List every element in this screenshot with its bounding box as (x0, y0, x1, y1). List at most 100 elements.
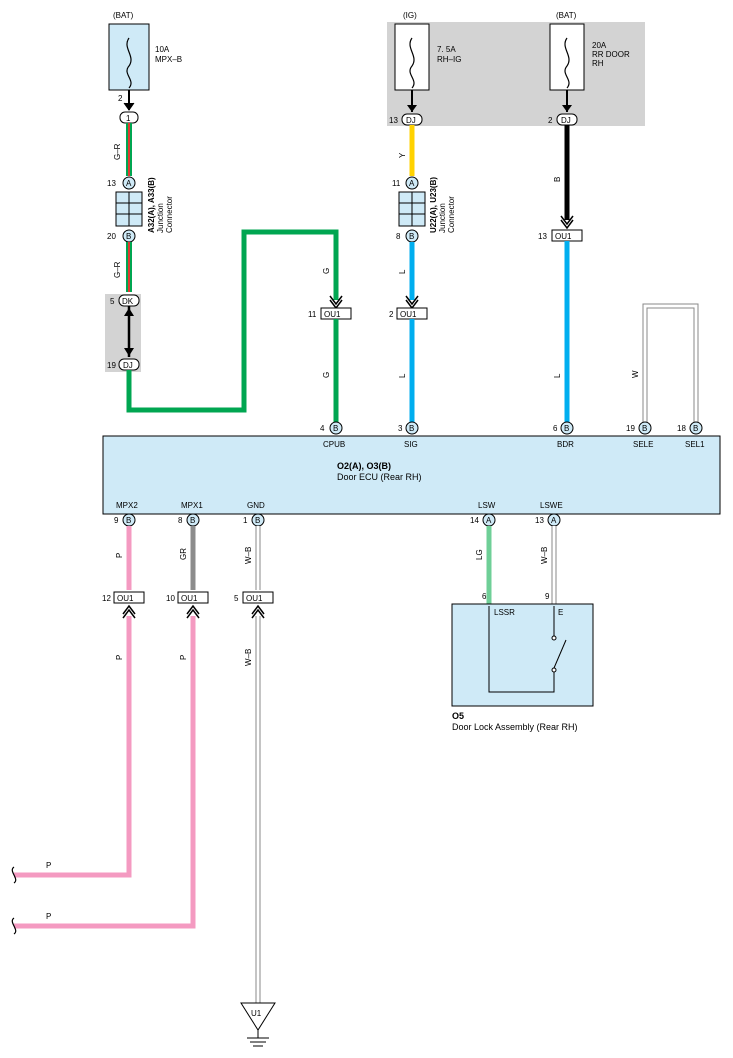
connector-dk-label: DK (122, 297, 134, 306)
j1-pin-20: 20 (107, 232, 116, 241)
j2-connector-a: A (409, 179, 415, 188)
lock-code: O5 (452, 711, 464, 721)
fuse-7-5a-amp: 7. 5A (437, 45, 456, 54)
wire-p-label-4: P (179, 655, 188, 660)
ecu-pin-1: 1 (243, 516, 248, 525)
ground-icon (240, 1002, 276, 1031)
lock-name: Door Lock Assembly (Rear RH) (452, 722, 578, 732)
wire-gr2-label: GR (179, 548, 188, 560)
power-bat-1: (BAT) (113, 11, 134, 20)
fuse-10a-amp: 10A (155, 45, 170, 54)
j2-pin-11: 11 (392, 179, 401, 188)
pin-2-label: 2 (118, 94, 123, 103)
lock-pin-9: 9 (545, 592, 550, 601)
ecu-label-lsw: LSW (478, 501, 496, 510)
connector-ou1-12 (113, 591, 145, 604)
j1-pin-13: 13 (107, 179, 116, 188)
ecu-pin-8: 8 (178, 516, 183, 525)
shade-ig-bat-box (387, 22, 645, 126)
ou1-pin-2: 2 (389, 310, 394, 319)
dj-pin-2: 2 (548, 116, 553, 125)
wire-g-label-2: G (322, 372, 331, 378)
ecu-code: O2(A), O3(B) (337, 461, 391, 471)
ecu-label-mpx2: MPX2 (116, 501, 138, 510)
ou1-pin-10: 10 (166, 594, 175, 603)
connector-ou1-11-label: OU1 (324, 310, 341, 319)
ecu-pin-a-lswe: A (551, 516, 557, 525)
fuse-10a-box (108, 23, 150, 91)
j1-name: A32(A), A33(B) (147, 177, 156, 233)
fuse-10a-name: MPX–B (155, 55, 182, 64)
ecu-pin-b-mpx2: B (126, 516, 131, 525)
wire-y-label: Y (398, 152, 407, 158)
fuse-20a-name2: RH (592, 59, 604, 68)
dj-pin-13: 13 (389, 116, 398, 125)
connector-ou1-5-label: OU1 (246, 594, 263, 603)
ecu-pin-b-sig: B (409, 424, 414, 433)
wire-wb-label-1: W–B (244, 547, 253, 564)
lock-pin-6: 6 (482, 592, 487, 601)
j1-sub1: Junction (156, 203, 165, 233)
j1-connector-a: A (126, 179, 132, 188)
ecu-pin-b-mpx1: B (190, 516, 195, 525)
wire-p-label-2: P (115, 655, 124, 660)
wire-p-label-3: P (46, 861, 51, 870)
connector-dj-3-label: DJ (561, 116, 571, 125)
power-ig: (IG) (403, 11, 417, 20)
ecu-pin-3: 3 (398, 424, 403, 433)
wire-p-mpx1 (14, 616, 196, 929)
ecu-pin-b-sele: B (642, 424, 647, 433)
connector-ou1-5 (242, 591, 274, 604)
ecu-name: Door ECU (Rear RH) (337, 472, 422, 482)
door-ecu-box (102, 435, 721, 515)
wire-wb-label-2: W–B (244, 649, 253, 666)
ecu-pin-4: 4 (320, 424, 325, 433)
ecu-pin-a-lsw: A (486, 516, 492, 525)
dj-pin-19: 19 (107, 361, 116, 370)
fuse-7-5a-name: RH–IG (437, 55, 461, 64)
fuse-10a-icon (126, 37, 132, 89)
lock-switch-circuit (488, 606, 555, 693)
fuse-7-5a-icon (409, 37, 415, 89)
lock-label-e: E (558, 608, 563, 617)
connector-dj-2-label: DJ (406, 116, 416, 125)
fuse-7-5a-box (394, 23, 430, 91)
wire-wb-label-3: W–B (540, 547, 549, 564)
wire-w-label: W (631, 370, 640, 378)
connector-ou1-12-label: OU1 (117, 594, 134, 603)
connector-1-label: 1 (126, 114, 131, 123)
ecu-label-sele: SELE (633, 440, 653, 449)
ecu-label-sig: SIG (404, 440, 418, 449)
wire-l-label-1: L (398, 269, 407, 274)
wire-g-label-1: G (322, 268, 331, 274)
ecu-label-cpub: CPUB (323, 440, 345, 449)
j2-name: U22(A), U23(B) (429, 177, 438, 233)
ecu-label-lswe: LSWE (540, 501, 563, 510)
wire-gr-label-1: G–R (113, 143, 122, 160)
connector-ou1-2-label: OU1 (400, 310, 417, 319)
ecu-pin-6: 6 (553, 424, 558, 433)
connector-ou1-10 (177, 591, 209, 604)
ecu-label-mpx1: MPX1 (181, 501, 203, 510)
connector-ou1-13-label: OU1 (555, 232, 572, 241)
wire-g (126, 229, 339, 413)
ecu-pin-18: 18 (677, 424, 686, 433)
connector-ou1-10-label: OU1 (181, 594, 198, 603)
ecu-label-sel1: SEL1 (685, 440, 705, 449)
ecu-pin-b-bdr: B (564, 424, 569, 433)
fuse-20a-box (549, 23, 585, 91)
wire-w (642, 303, 699, 424)
ou1-pin-5: 5 (234, 594, 239, 603)
fuse-20a-amp: 20A (592, 41, 607, 50)
fuse-20a-icon (564, 37, 570, 89)
door-lock-box (451, 603, 594, 707)
ecu-pin-b-cpub: B (333, 424, 338, 433)
j1-connector-b: B (126, 232, 131, 241)
ecu-pin-b-gnd: B (255, 516, 260, 525)
j2-sub1: Junction (438, 203, 447, 233)
dk-pin-5: 5 (110, 297, 115, 306)
ecu-label-gnd: GND (247, 501, 265, 510)
ecu-pin-19: 19 (626, 424, 635, 433)
ecu-pin-b-sel1: B (693, 424, 698, 433)
ecu-pin-13: 13 (535, 516, 544, 525)
